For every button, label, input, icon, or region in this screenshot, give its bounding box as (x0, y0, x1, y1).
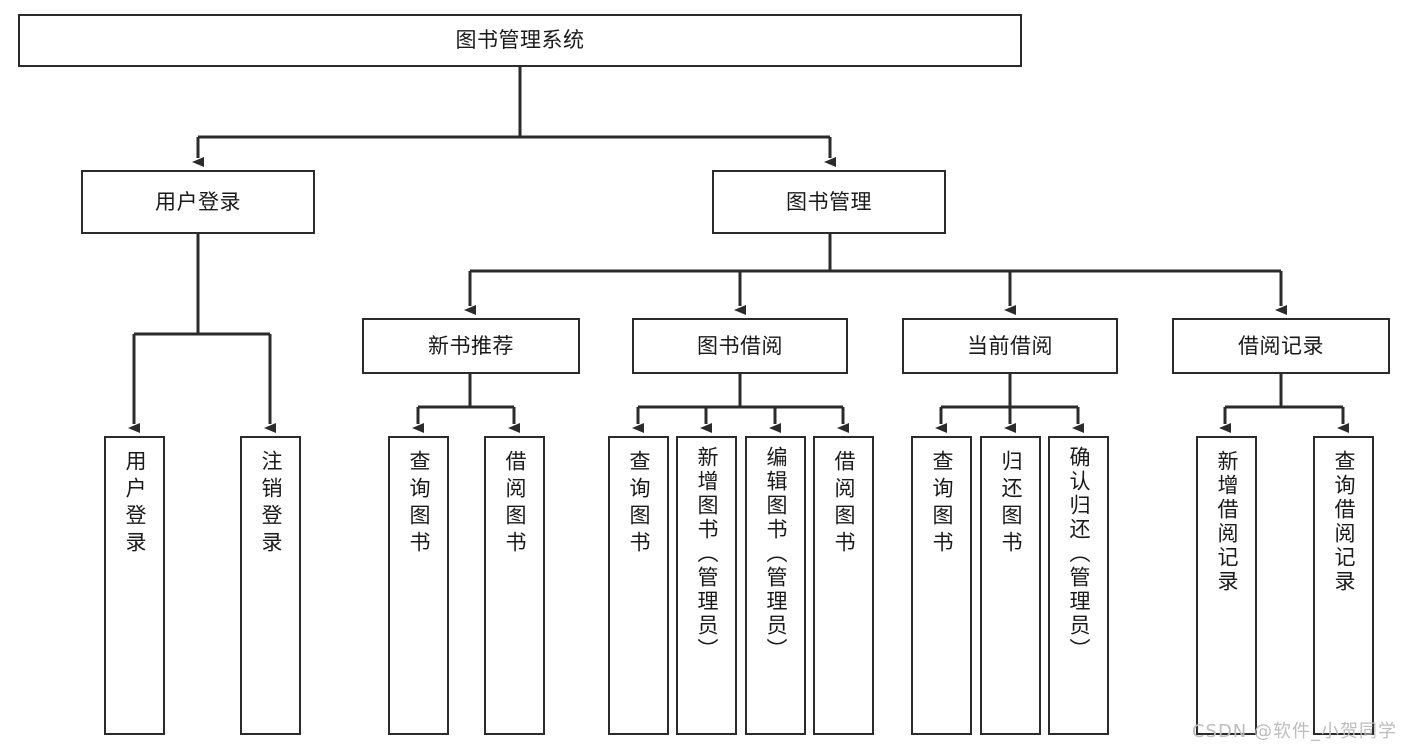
node-label: 借阅图书 (832, 450, 856, 558)
leaf-borrow-book-borrowing[interactable]: 借阅图书 (813, 436, 874, 735)
node-label: 图书借阅 (697, 333, 783, 358)
node-book-borrowing[interactable]: 图书借阅 (632, 318, 848, 374)
node-label: 编辑图书（管理员） (764, 446, 788, 662)
node-current-borrowing[interactable]: 当前借阅 (902, 318, 1118, 374)
node-label: 查询图书 (930, 450, 954, 558)
node-label: 查询图书 (627, 450, 651, 558)
node-label: 确认归还（管理员） (1067, 446, 1091, 662)
node-label: 查询图书 (407, 450, 431, 558)
leaf-query-book-recommendation[interactable]: 查询图书 (388, 436, 449, 735)
node-label: 用户登录 (123, 450, 147, 558)
node-label: 新书推荐 (428, 333, 514, 358)
leaf-query-book-current[interactable]: 查询图书 (911, 436, 972, 735)
node-user-login[interactable]: 用户登录 (81, 170, 315, 234)
node-borrowing-record[interactable]: 借阅记录 (1172, 318, 1390, 374)
leaf-logout[interactable]: 注销登录 (240, 436, 301, 735)
leaf-return-book[interactable]: 归还图书 (980, 436, 1041, 735)
node-label: 当前借阅 (967, 333, 1053, 358)
node-label: 借阅记录 (1238, 333, 1324, 358)
watermark-text: CSDN @软件_小贺同学 (1191, 721, 1397, 742)
node-label: 新增图书（管理员） (695, 446, 719, 662)
node-label: 归还图书 (999, 450, 1023, 558)
node-label: 图书管理系统 (455, 28, 585, 53)
leaf-query-borrow-record[interactable]: 查询借阅记录 (1313, 436, 1374, 735)
leaf-add-book-admin[interactable]: 新增图书（管理员） (676, 436, 737, 735)
node-label: 用户登录 (155, 189, 241, 214)
leaf-user-login[interactable]: 用户登录 (104, 436, 165, 735)
leaf-edit-book-admin[interactable]: 编辑图书（管理员） (745, 436, 806, 735)
node-label: 图书管理 (786, 189, 872, 214)
leaf-add-borrow-record[interactable]: 新增借阅记录 (1196, 436, 1257, 735)
node-label: 查询借阅记录 (1332, 450, 1356, 594)
leaf-query-book-borrowing[interactable]: 查询图书 (608, 436, 669, 735)
node-label: 注销登录 (259, 450, 283, 558)
leaf-confirm-return-admin[interactable]: 确认归还（管理员） (1048, 436, 1109, 735)
node-book-management[interactable]: 图书管理 (712, 170, 946, 234)
node-label: 借阅图书 (503, 450, 527, 558)
node-book-management-system[interactable]: 图书管理系统 (18, 14, 1022, 67)
node-new-book-recommendation[interactable]: 新书推荐 (362, 318, 580, 374)
node-label: 新增借阅记录 (1215, 450, 1239, 594)
leaf-borrow-book-recommendation[interactable]: 借阅图书 (484, 436, 545, 735)
